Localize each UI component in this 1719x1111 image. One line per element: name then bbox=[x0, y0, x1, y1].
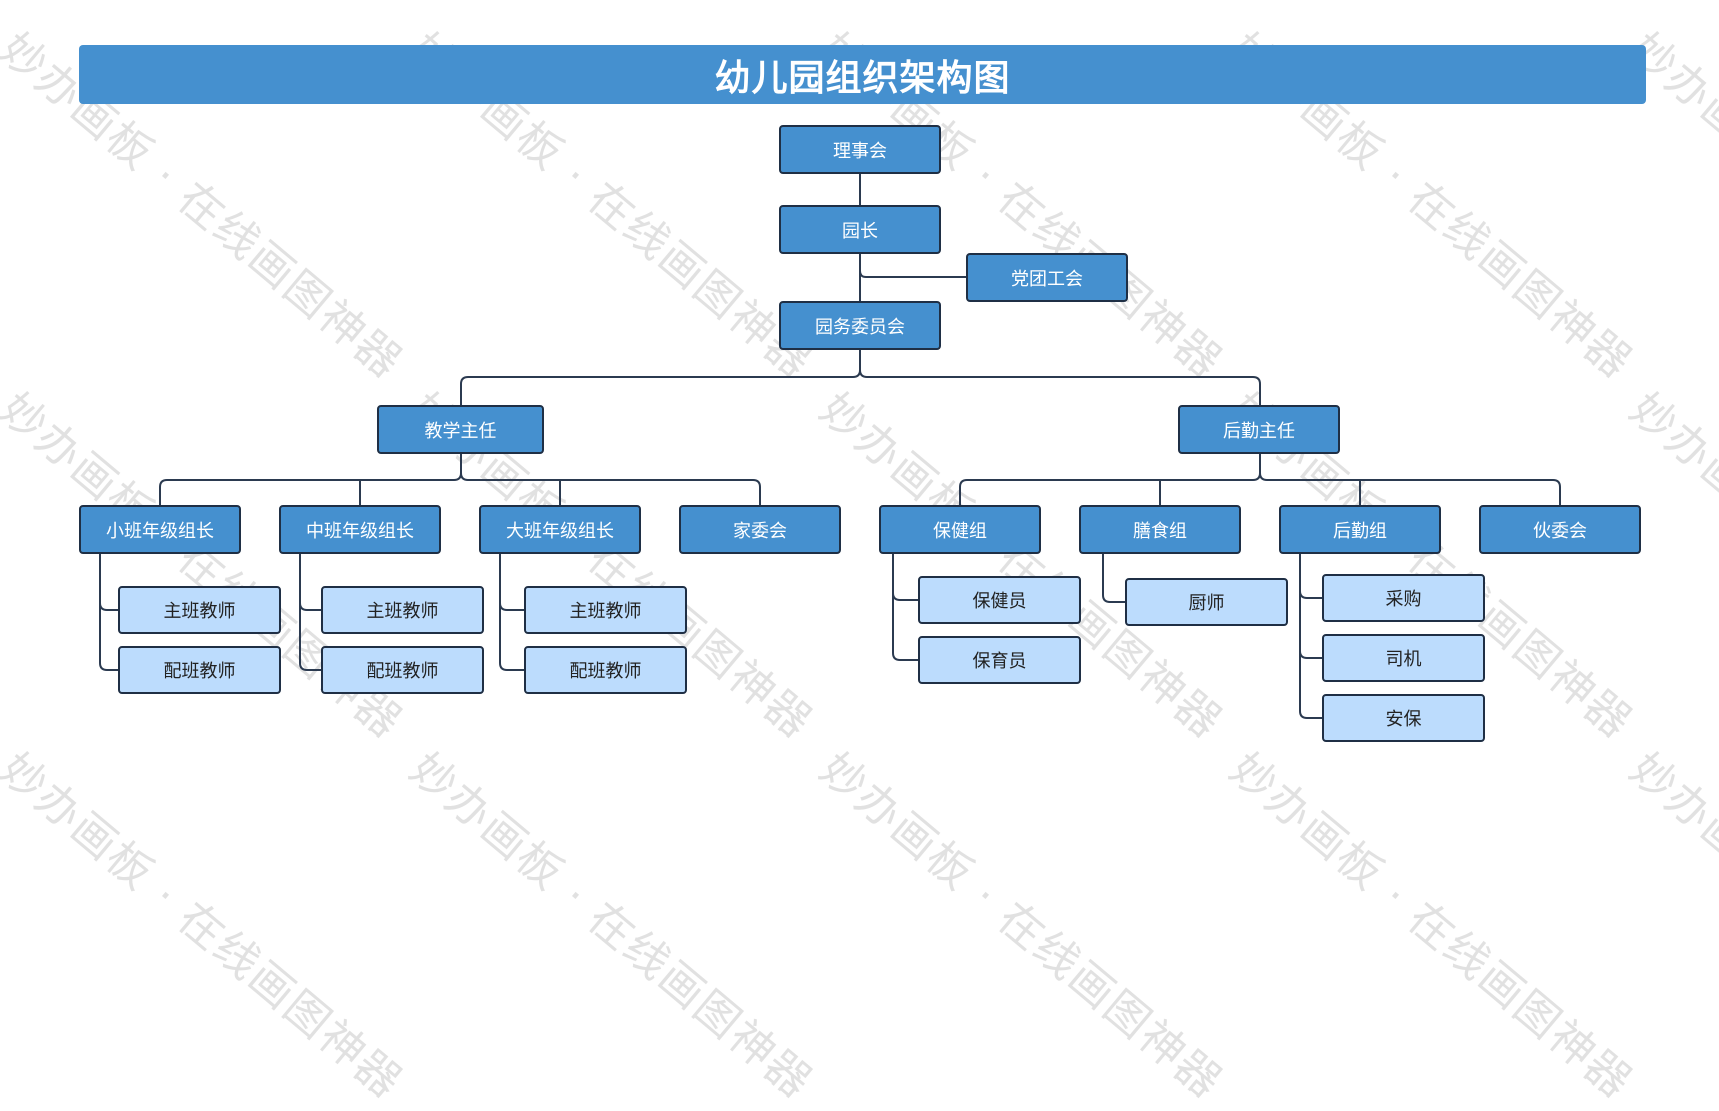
node-security: 安保 bbox=[1322, 694, 1485, 742]
connector-middle-children bbox=[299, 554, 322, 671]
title-banner: 幼儿园组织架构图 bbox=[79, 45, 1646, 104]
node-committee: 园务委员会 bbox=[779, 301, 941, 350]
connector-principal-party bbox=[859, 253, 967, 278]
connector-large-children bbox=[499, 554, 525, 671]
node-purchasing: 采购 bbox=[1322, 574, 1485, 622]
node-meal-group: 膳食组 bbox=[1079, 505, 1241, 554]
connector-teaching-branch bbox=[159, 453, 462, 507]
node-middle-class-lead: 中班年级组长 bbox=[279, 505, 441, 554]
connector-small-children bbox=[99, 554, 119, 671]
connector-logistics-food bbox=[1259, 472, 1561, 507]
connector-teaching-parent bbox=[460, 472, 761, 507]
node-logistics-director: 后勤主任 bbox=[1178, 405, 1340, 454]
node-large-assistant-teacher: 配班教师 bbox=[524, 646, 687, 694]
watermark-text: 妙办画板 · 在线画图神器 bbox=[0, 743, 413, 1110]
connector-health-children bbox=[892, 554, 919, 661]
watermark-text: 妙办画板 · 在线画图神器 bbox=[1220, 743, 1643, 1110]
node-small-head-teacher: 主班教师 bbox=[118, 586, 281, 634]
node-health-group: 保健组 bbox=[879, 505, 1041, 554]
connector-large-head bbox=[499, 602, 525, 611]
node-driver: 司机 bbox=[1322, 634, 1485, 682]
node-logistics-group: 后勤组 bbox=[1279, 505, 1441, 554]
node-middle-assistant-teacher: 配班教师 bbox=[321, 646, 484, 694]
connector-logistics-children bbox=[1299, 554, 1323, 719]
page-title: 幼儿园组织架构图 bbox=[714, 57, 1011, 99]
connector-committee-branch bbox=[460, 350, 861, 406]
node-teaching-director: 教学主任 bbox=[377, 405, 544, 454]
node-parent-committee: 家委会 bbox=[679, 505, 841, 554]
node-party-union: 党团工会 bbox=[966, 253, 1128, 302]
connector-logistics-driver bbox=[1299, 650, 1323, 659]
node-food-committee: 伙委会 bbox=[1479, 505, 1641, 554]
node-principal: 园长 bbox=[779, 205, 941, 254]
watermark-text: 妙办画板 · 在线画图神器 bbox=[1620, 743, 1719, 1109]
node-health-worker: 保健员 bbox=[918, 576, 1081, 624]
node-small-class-lead: 小班年级组长 bbox=[79, 505, 241, 554]
node-large-class-lead: 大班年级组长 bbox=[479, 505, 641, 554]
connector-meal-chef bbox=[1102, 554, 1126, 603]
node-small-assistant-teacher: 配班教师 bbox=[118, 646, 281, 694]
watermark-text: 妙办画板 · 在线画图神器 bbox=[400, 743, 823, 1110]
node-large-head-teacher: 主班教师 bbox=[524, 586, 687, 634]
connector-logistics-purchasing bbox=[1299, 590, 1323, 599]
node-board: 理事会 bbox=[779, 125, 941, 174]
connector-lines bbox=[99, 173, 1561, 719]
node-childcare-worker: 保育员 bbox=[918, 636, 1081, 684]
connector-small-head bbox=[99, 602, 119, 611]
node-chef: 厨师 bbox=[1125, 578, 1288, 626]
watermark-text: 妙办画板 · 在线画图神器 bbox=[810, 743, 1233, 1110]
connector-health-worker bbox=[892, 592, 919, 601]
connector-committee-logistics bbox=[859, 369, 1261, 406]
connector-logistics-branch bbox=[959, 453, 1261, 507]
connector-middle-head bbox=[299, 602, 322, 611]
node-middle-head-teacher: 主班教师 bbox=[321, 586, 484, 634]
